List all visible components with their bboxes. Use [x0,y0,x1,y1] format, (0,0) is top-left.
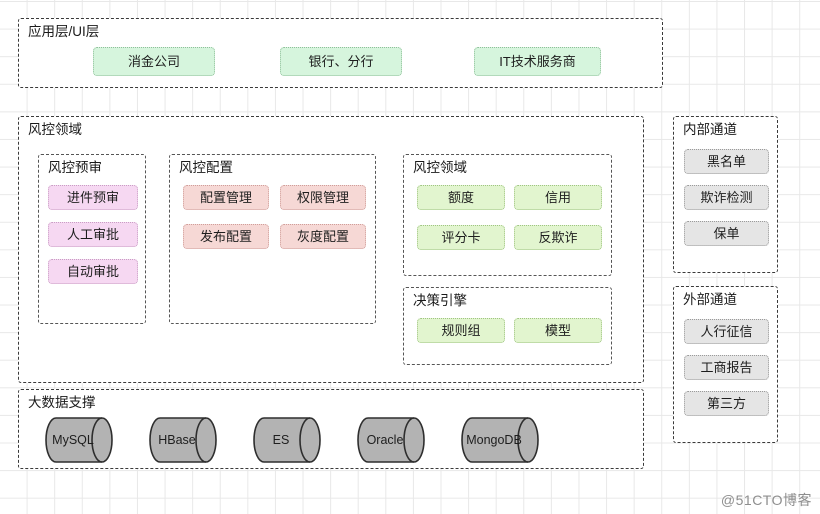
node-bank-branch[interactable]: 银行、分行 [280,47,402,76]
node-anti-fraud[interactable]: 反欺诈 [514,225,602,250]
node-fraud-detection[interactable]: 欺诈检测 [684,185,769,210]
group-big-data-support: 大数据支撑 MySQL HBase ES [18,389,644,469]
subgroup-title-pre-review: 风控预审 [48,160,102,175]
node-application-pre-review[interactable]: 进件预审 [48,185,138,210]
node-scorecard[interactable]: 评分卡 [417,225,505,250]
watermark: @51CTO博客 [720,492,812,508]
subgroup-risk-configuration: 风控配置 配置管理 权限管理 发布配置 灰度配置 [169,154,376,324]
group-title-big-data-support: 大数据支撑 [28,395,96,410]
group-title-internal-channel: 内部通道 [683,122,737,137]
node-database-hbase[interactable]: HBase [148,416,220,464]
subgroup-title-risk-configuration: 风控配置 [179,160,233,175]
node-insurance-policy[interactable]: 保单 [684,221,769,246]
group-risk-control-domain: 风控领域 风控预审 进件预审 人工审批 自动审批 风控配置 配置管理 权限管理 … [18,116,644,383]
subgroup-title-domain-core: 风控领域 [413,160,467,175]
group-external-channel: 外部通道 人行征信 工商报告 第三方 [673,286,778,443]
node-it-service-provider[interactable]: IT技术服务商 [474,47,601,76]
node-permission-management[interactable]: 权限管理 [280,185,366,210]
node-manual-approval[interactable]: 人工审批 [48,222,138,247]
node-database-es[interactable]: ES [252,416,324,464]
subgroup-pre-review: 风控预审 进件预审 人工审批 自动审批 [38,154,146,324]
node-rule-group[interactable]: 规则组 [417,318,505,343]
group-title-application-layer: 应用层/UI层 [28,24,100,39]
group-application-layer: 应用层/UI层 消金公司 银行、分行 IT技术服务商 [18,18,663,88]
node-credit[interactable]: 信用 [514,185,602,210]
node-grayscale-configuration[interactable]: 灰度配置 [280,224,366,249]
node-consumer-finance-company[interactable]: 消金公司 [93,47,215,76]
node-credit-limit[interactable]: 额度 [417,185,505,210]
subgroup-decision-engine: 决策引擎 规则组 模型 [403,287,612,365]
node-database-mysql[interactable]: MySQL [44,416,116,464]
node-blacklist[interactable]: 黑名单 [684,149,769,174]
group-title-external-channel: 外部通道 [683,292,737,307]
node-business-registration-report[interactable]: 工商报告 [684,355,769,380]
node-pboc-credit-report[interactable]: 人行征信 [684,319,769,344]
node-database-oracle[interactable]: Oracle [356,416,428,464]
group-title-risk-control-domain: 风控领域 [28,122,82,137]
node-configuration-management[interactable]: 配置管理 [183,185,269,210]
subgroup-domain-core: 风控领域 额度 信用 评分卡 反欺诈 [403,154,612,276]
node-third-party[interactable]: 第三方 [684,391,769,416]
node-automatic-approval[interactable]: 自动审批 [48,259,138,284]
subgroup-title-decision-engine: 决策引擎 [413,293,467,308]
node-release-configuration[interactable]: 发布配置 [183,224,269,249]
node-database-mongodb[interactable]: MongoDB [460,416,542,464]
node-model[interactable]: 模型 [514,318,602,343]
group-internal-channel: 内部通道 黑名单 欺诈检测 保单 [673,116,778,273]
